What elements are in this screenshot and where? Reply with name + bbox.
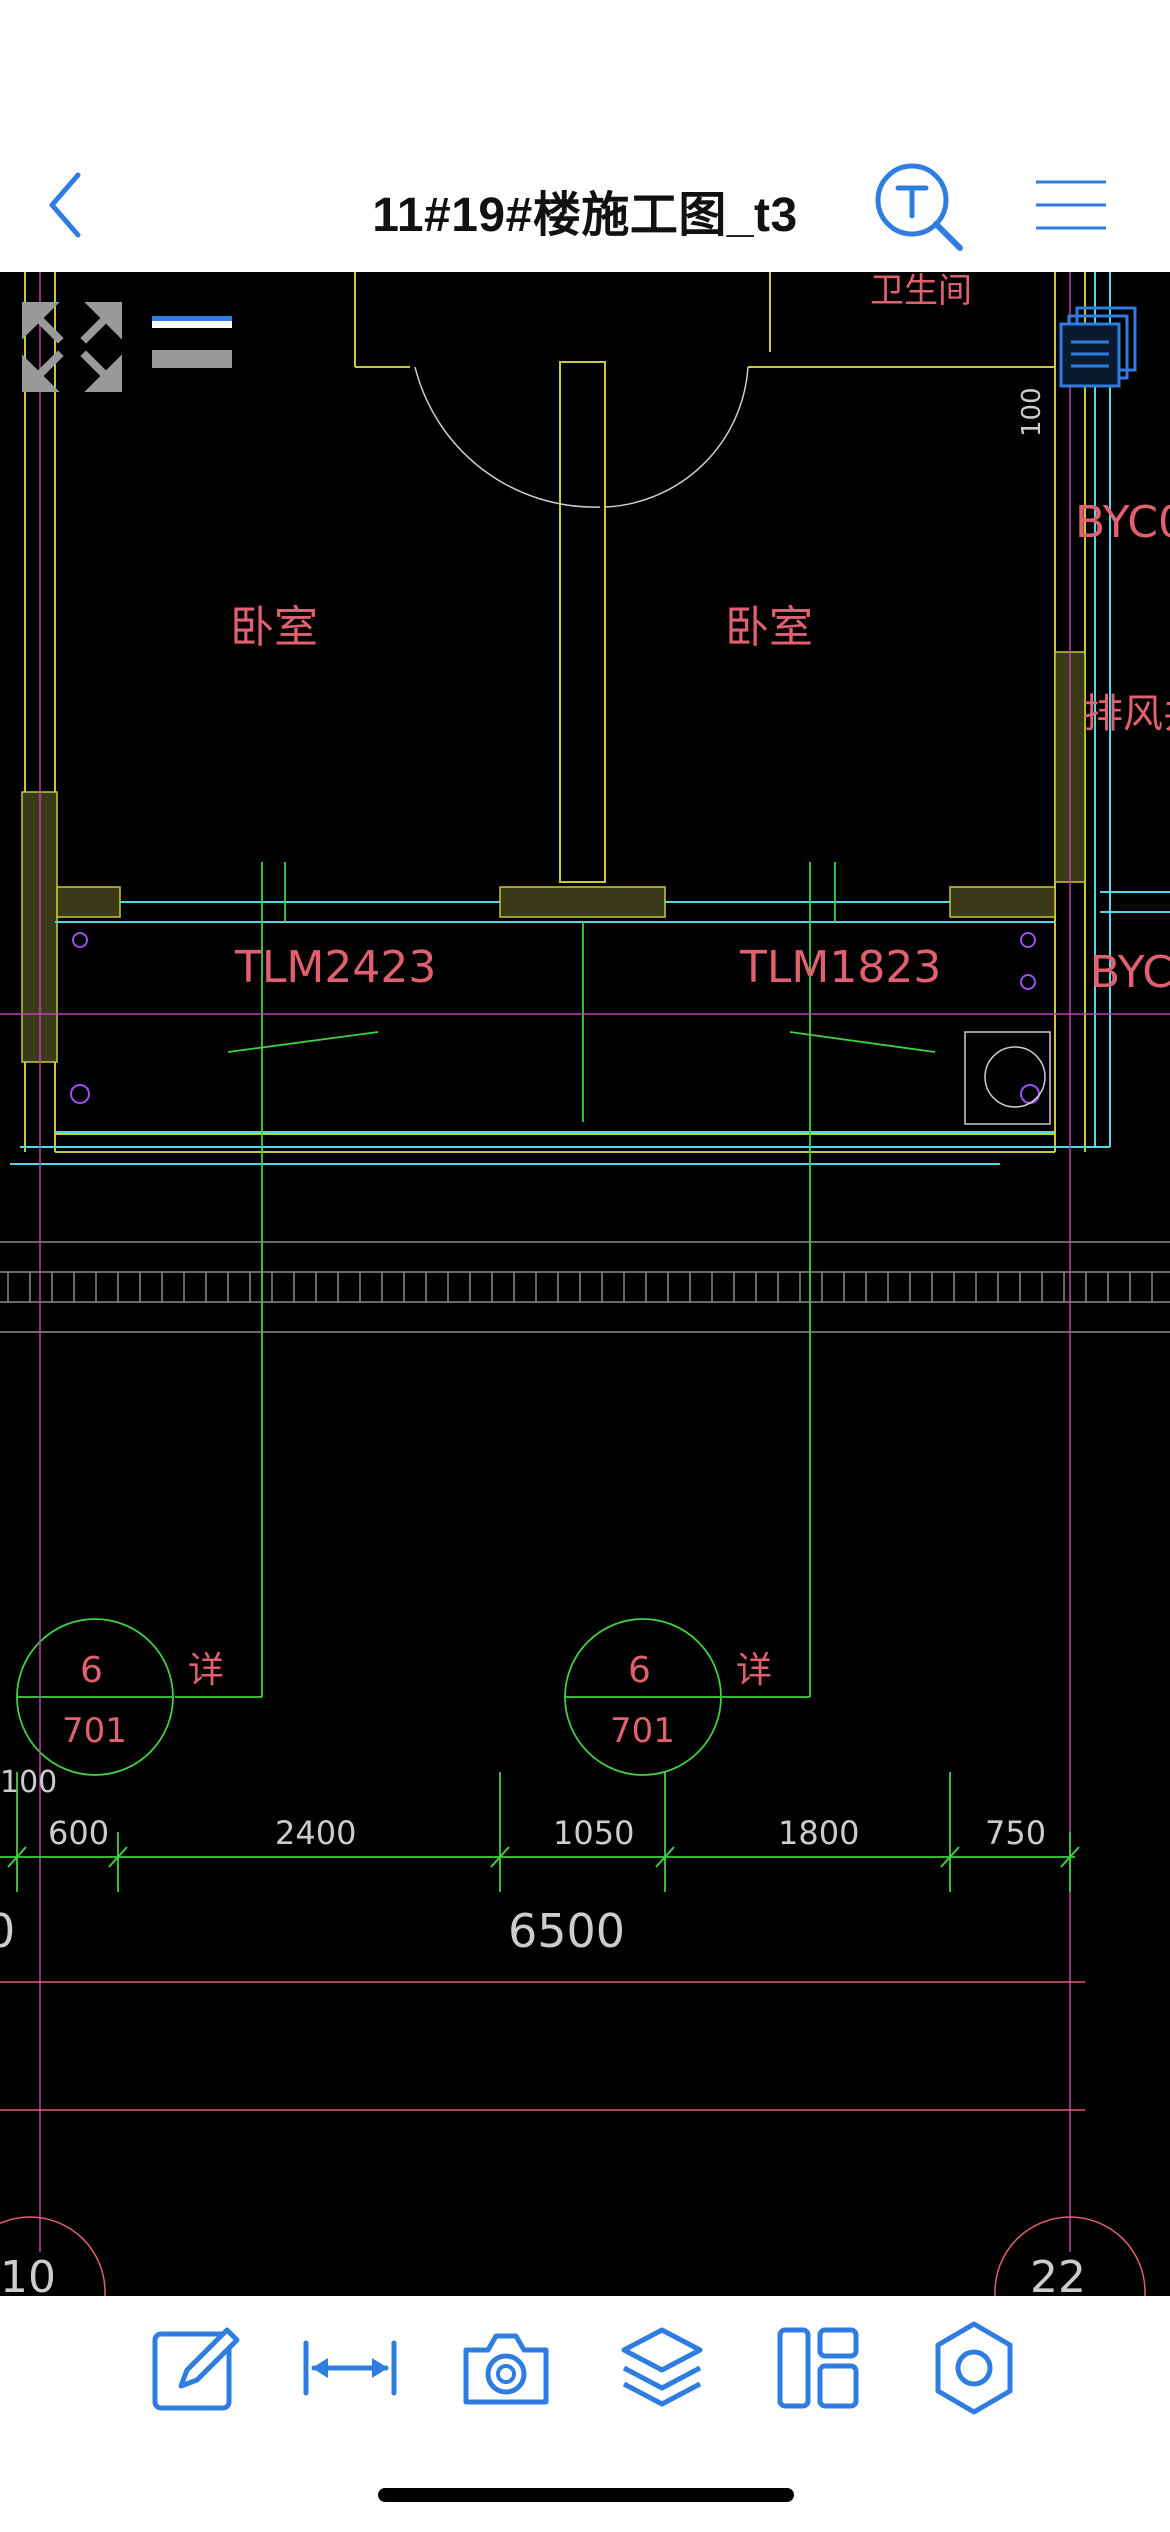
measure-button[interactable] xyxy=(300,2318,400,2418)
camera-icon xyxy=(463,2333,549,2405)
hamburger-menu-icon xyxy=(1036,180,1106,230)
detail-right-number: 6 xyxy=(628,1650,651,1691)
dim-1800: 1800 xyxy=(778,1814,859,1852)
dim-750: 750 xyxy=(985,1814,1046,1852)
layout-button[interactable] xyxy=(768,2318,868,2418)
door-tag-right: TLM1823 xyxy=(739,942,941,993)
text-search-icon xyxy=(875,163,963,251)
layout-icon xyxy=(777,2327,859,2409)
detail-right-label: 详 xyxy=(736,1650,772,1691)
settings-button[interactable] xyxy=(924,2318,1024,2418)
chevron-left-icon xyxy=(49,172,81,238)
layers-button[interactable] xyxy=(612,2318,712,2418)
window-tag-top: BYC0 xyxy=(1075,497,1170,548)
drawing-canvas[interactable]: 卧室 卧室 TLM2423 TLM1823 卫生间 BYC0 排风井 BYC0 … xyxy=(0,272,1170,2296)
dim-2400: 2400 xyxy=(275,1814,356,1852)
text-search-button[interactable] xyxy=(870,158,970,258)
menu-button[interactable] xyxy=(1030,170,1110,240)
cad-drawing: 卧室 卧室 TLM2423 TLM1823 卫生间 BYC0 排风井 BYC0 … xyxy=(0,272,1170,2296)
dim-600: 600 xyxy=(48,1814,109,1852)
axis-bubble-left: 10 xyxy=(0,2252,56,2296)
settings-icon xyxy=(935,2321,1013,2415)
dim-total: 6500 xyxy=(508,1904,625,1958)
dim-partial-left: 0 xyxy=(0,1904,15,1958)
minimize-panel-button[interactable] xyxy=(150,312,235,372)
dim-1050: 1050 xyxy=(553,1814,634,1852)
stacked-sheets-icon xyxy=(1059,306,1137,388)
camera-button[interactable] xyxy=(456,2318,556,2418)
edit-annotate-icon xyxy=(152,2327,240,2411)
room-label-right: 卧室 xyxy=(725,602,813,653)
axis-bubble-right: 22 xyxy=(1030,2252,1086,2296)
shaft-label: 排风井 xyxy=(1083,691,1170,737)
room-label-left: 卧室 xyxy=(230,602,318,653)
fullscreen-button[interactable] xyxy=(22,302,122,392)
dim-100-left: 100 xyxy=(0,1765,57,1800)
detail-left-label: 详 xyxy=(188,1650,224,1691)
header-bar: 11#19#楼施工图_t3 xyxy=(0,0,1170,272)
detail-left-number: 6 xyxy=(80,1650,103,1691)
annotate-button[interactable] xyxy=(145,2318,245,2418)
home-indicator xyxy=(378,2488,794,2502)
sheets-button[interactable] xyxy=(1055,302,1145,392)
measure-icon xyxy=(303,2340,397,2396)
window-tag-mid: BYC0 xyxy=(1090,947,1170,998)
layers-icon xyxy=(621,2327,703,2407)
page-title: 11#19#楼施工图_t3 xyxy=(372,189,798,242)
minimize-panel-icon xyxy=(152,316,232,368)
detail-right-sheet: 701 xyxy=(610,1711,675,1751)
back-button[interactable] xyxy=(40,165,100,245)
door-tag-left: TLM2423 xyxy=(234,942,436,993)
room-tag-top: 卫生间 xyxy=(870,272,972,311)
fullscreen-expand-icon xyxy=(22,302,122,392)
detail-left-sheet: 701 xyxy=(62,1711,127,1751)
dim-100-top: 100 xyxy=(1017,387,1047,437)
